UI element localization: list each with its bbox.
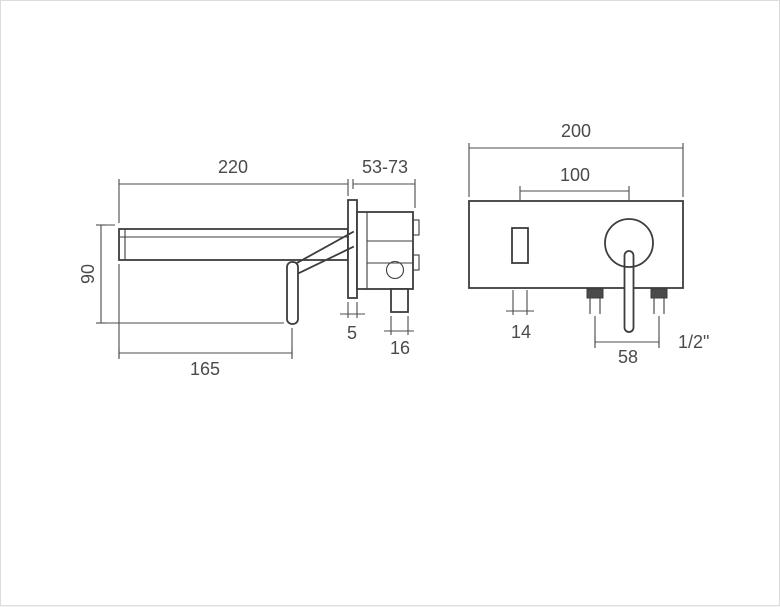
- dim-wall-depth-range: 53-73: [352, 157, 416, 208]
- front-view: 200 100 14 58 1/2": [468, 121, 709, 367]
- dim-label-58: 58: [618, 347, 638, 367]
- dim-overall-projection: 220: [118, 157, 349, 223]
- dim-label-14: 14: [511, 322, 531, 342]
- backplate-front: [468, 200, 684, 289]
- dim-label-90: 90: [78, 264, 98, 284]
- dim-outlet-width-side: 16: [384, 316, 414, 358]
- hot-connection: [586, 288, 604, 314]
- valve-body: [356, 211, 420, 313]
- dim-label-220: 220: [218, 157, 248, 177]
- outlet-connector: [390, 288, 409, 313]
- dim-outlet-width-front: 14: [506, 290, 534, 342]
- dim-label-100: 100: [560, 165, 590, 185]
- dim-inlet-centres: 58: [594, 316, 660, 367]
- dim-label-200: 200: [561, 121, 591, 141]
- dim-label-53-73: 53-73: [362, 157, 408, 177]
- dim-plate-width: 200: [468, 121, 684, 197]
- handle-lever-front: [623, 250, 635, 333]
- side-view: 220 53-73 90 165: [78, 157, 420, 379]
- dim-height: 90: [78, 224, 284, 324]
- mounting-lug-bottom: [412, 254, 420, 271]
- dim-centres: 100: [519, 165, 630, 200]
- cold-connection: [650, 288, 668, 314]
- mounting-lug-top: [412, 219, 420, 236]
- dim-spout-projection: 165: [118, 264, 293, 379]
- dim-plate-thickness: 5: [340, 302, 365, 343]
- dim-label-165: 165: [190, 359, 220, 379]
- handle-circle: [604, 218, 654, 268]
- dim-label-half-inch: 1/2": [678, 332, 709, 352]
- spout-outlet-front: [511, 227, 529, 264]
- handle-lever-side: [286, 230, 355, 325]
- spout-side: [118, 228, 349, 261]
- dim-label-16: 16: [390, 338, 410, 358]
- dim-label-5: 5: [347, 323, 357, 343]
- valve-cartridge-circle: [385, 260, 405, 280]
